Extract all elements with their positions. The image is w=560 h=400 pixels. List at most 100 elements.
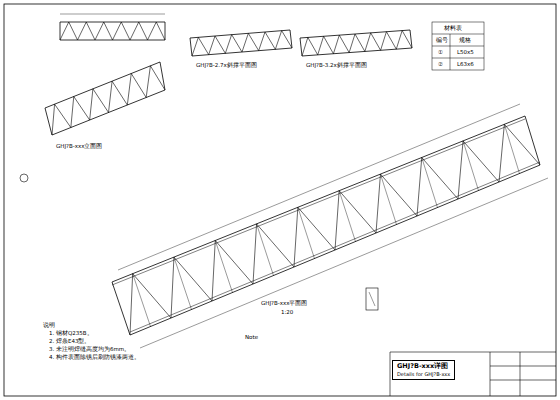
drawing-label: GHJ?B-xxx立面图 <box>55 143 103 149</box>
truss-member <box>93 89 109 113</box>
title-block-cell: GHJ?B-xxx详图Details for GHJ?B-xxx <box>392 360 455 380</box>
truss-member <box>215 241 253 285</box>
truss-member <box>275 31 281 50</box>
truss-member <box>78 22 87 40</box>
truss-member <box>396 31 402 50</box>
truss-member <box>376 174 380 233</box>
truss-member <box>380 174 417 216</box>
truss-member <box>146 66 150 98</box>
truss-member <box>300 38 302 56</box>
drawing-label: GHJ?B-2.7x斜撑平面图 <box>195 62 258 68</box>
truss-member <box>294 207 298 267</box>
truss-member <box>417 158 422 217</box>
truss-member <box>365 33 371 52</box>
truss-member <box>381 32 387 51</box>
truss-member <box>190 30 290 38</box>
drawing-label: 材料表 <box>443 25 463 31</box>
truss-member <box>225 35 231 54</box>
truss-member <box>60 22 61 40</box>
truss-member <box>60 22 165 23</box>
truss-member <box>371 33 381 50</box>
truss-member <box>130 274 133 335</box>
callout-circle <box>20 174 28 182</box>
truss-member <box>71 97 74 128</box>
truss-member <box>257 224 274 276</box>
truss-member <box>133 274 171 318</box>
truss-member <box>109 81 113 112</box>
truss-member <box>308 37 318 54</box>
drawing-label: L50x5 <box>456 49 475 55</box>
drawing-label: GHJ?B-3.2x斜撑平面图 <box>305 62 368 68</box>
drawing-label: 1:20 <box>280 309 294 315</box>
drawing-label: 1. 钢材Q235B。 <box>48 330 94 336</box>
truss-member <box>422 158 438 208</box>
truss-member <box>318 36 324 55</box>
drawing-label: Note <box>244 334 259 340</box>
truss-member <box>257 224 294 267</box>
truss-member <box>525 116 540 165</box>
truss-member <box>148 22 157 40</box>
truss-member <box>45 62 160 108</box>
truss-member <box>380 174 396 224</box>
truss-member <box>156 22 165 40</box>
truss-member <box>130 162 540 332</box>
truss-member <box>215 36 225 53</box>
truss-member <box>355 34 365 51</box>
truss-member <box>131 74 146 98</box>
truss-member <box>118 104 520 270</box>
truss-member <box>248 33 258 50</box>
drawing-label: 2. 焊条E43型。 <box>48 338 91 344</box>
drawing-label: ② <box>437 61 444 67</box>
truss-member <box>463 141 499 182</box>
truss-member <box>174 257 212 301</box>
drawing-label: 4. 构件表面除锈后刷防锈漆两道。 <box>48 354 141 360</box>
truss-member <box>69 22 78 40</box>
truss-member <box>339 35 349 52</box>
truss-member <box>192 37 198 56</box>
truss-member <box>55 104 71 127</box>
truss-member <box>339 191 376 233</box>
truss-member <box>386 32 396 49</box>
truss-member <box>298 207 315 258</box>
title-text: Details for GHJ?B-xxx <box>397 371 450 377</box>
truss-member <box>45 108 52 135</box>
truss-member <box>463 141 478 191</box>
truss-member <box>209 36 215 55</box>
truss-member <box>52 104 55 135</box>
truss-member <box>139 22 148 40</box>
truss-member <box>298 207 335 250</box>
truss-member <box>349 34 355 53</box>
truss-member <box>282 31 292 48</box>
truss-member <box>112 282 130 335</box>
truss-member <box>60 14 165 15</box>
truss-member <box>333 35 339 54</box>
truss-member <box>174 257 192 309</box>
truss-member <box>212 241 215 302</box>
truss-member <box>86 22 95 40</box>
truss-member <box>150 66 165 90</box>
truss-member <box>190 38 192 56</box>
truss-member <box>242 33 248 52</box>
truss-member <box>265 32 275 49</box>
truss-member <box>130 22 139 40</box>
truss-member <box>499 124 504 182</box>
truss-member <box>402 31 412 48</box>
truss-member <box>171 257 174 318</box>
drawing-label: L63x6 <box>456 61 475 67</box>
truss-member <box>504 124 519 173</box>
truss-member <box>232 35 242 52</box>
truss-member <box>458 141 463 199</box>
truss-member <box>127 74 131 106</box>
truss-member <box>339 191 355 242</box>
drawing-label: 说明 <box>42 322 56 328</box>
truss-member <box>90 89 93 120</box>
truss-member <box>140 178 548 348</box>
truss-member <box>104 22 113 40</box>
truss-member <box>259 32 265 51</box>
truss-member <box>121 22 130 40</box>
drawing-label: 编号 <box>435 37 449 43</box>
truss-member <box>95 22 104 40</box>
truss-member <box>198 37 208 54</box>
truss-member <box>335 191 339 250</box>
